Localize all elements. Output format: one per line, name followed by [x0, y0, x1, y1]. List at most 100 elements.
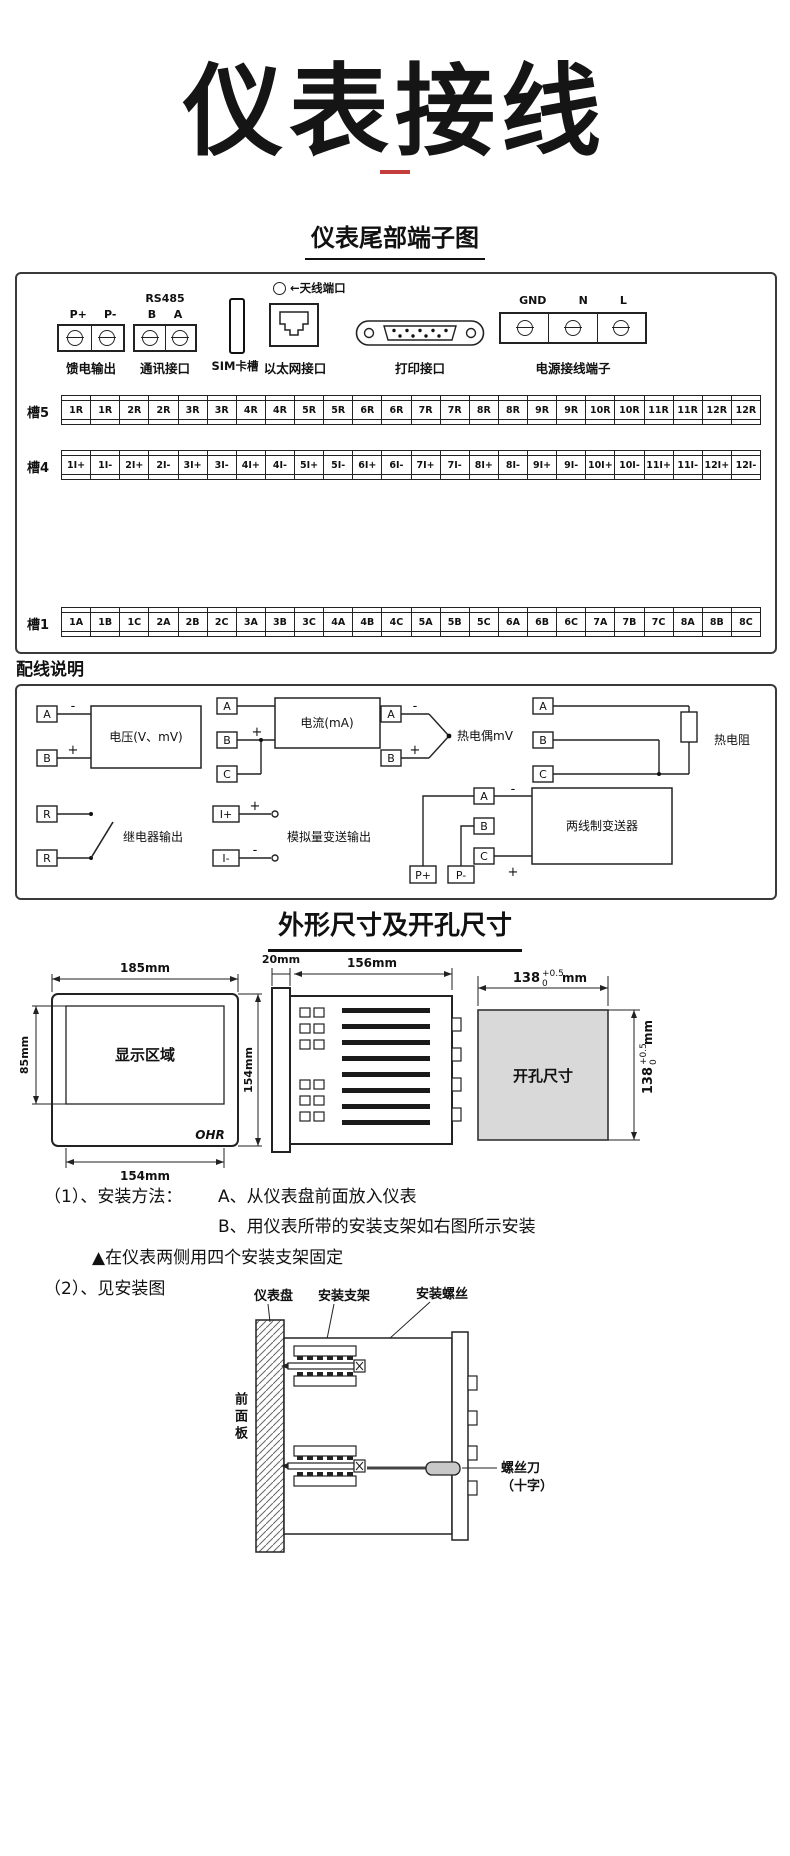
ethernet-label: 以太网接口 [263, 361, 327, 376]
pin-label: GND [519, 294, 547, 307]
svg-text:R: R [43, 808, 51, 821]
pin-label: P+ [69, 308, 87, 321]
terminal-cell: 4I+ [235, 451, 265, 479]
terminal-cell: 3R [177, 396, 207, 424]
screw-terminal [59, 326, 91, 350]
svg-text:+0.5: +0.5 [542, 969, 564, 979]
terminal-cell: 4B [352, 608, 381, 636]
svg-text:-: - [413, 699, 418, 714]
antenna-port-label: ←天线端口 [290, 281, 346, 295]
panel-callout-label: 仪表盘 [253, 1288, 293, 1304]
terminal-cell: 5I- [323, 451, 352, 479]
ethernet-jack-icon [269, 303, 319, 347]
svg-text:A: A [387, 708, 395, 721]
screw-icon [140, 330, 159, 346]
svg-text:B: B [43, 752, 51, 765]
screw-terminal [164, 326, 196, 350]
terminal-cell: 7I- [439, 451, 469, 479]
screw-callout-label: 安装螺丝 [416, 1286, 468, 1302]
terminal-cell: 10I+ [585, 451, 614, 479]
terminal-cell: 9R [556, 396, 585, 424]
front-bottom-dim: 154mm [120, 1169, 170, 1183]
terminal-cell: 8R [468, 396, 498, 424]
terminal-cell: 7B [614, 608, 643, 636]
screwdriver-callout-line1: 螺丝刀 [501, 1460, 540, 1476]
svg-text:继电器输出: 继电器输出 [123, 829, 183, 844]
terminal-cell: 10I- [614, 451, 643, 479]
svg-text:0: 0 [542, 979, 548, 989]
front-width-dim: 185mm [120, 961, 170, 975]
terminal-cell: 5C [468, 608, 498, 636]
terminal-cell: 11I+ [643, 451, 673, 479]
rs485-label: RS485 [145, 292, 185, 305]
terminal-cell: 2I+ [119, 451, 148, 479]
mounting-bracket-top [280, 1345, 366, 1387]
terminal-cell: 5A [410, 608, 440, 636]
flange-depth-dim: 20mm [262, 953, 300, 966]
terminal-cell: 5I+ [294, 451, 323, 479]
terminal-cell: 3I- [206, 451, 236, 479]
cutout-width-dim: 138 +0.5 0 mm [513, 969, 587, 989]
terminal-cell: 6A [497, 608, 527, 636]
terminal-cell: 12I+ [701, 451, 731, 479]
svg-text:0: 0 [649, 1059, 659, 1065]
terminal-cell: 3I+ [177, 451, 207, 479]
terminal-section-header: 仪表尾部端子图 [0, 218, 790, 260]
terminal-cell: 8I- [497, 451, 527, 479]
sim-label: SIM卡槽 [211, 359, 259, 373]
analog-output-wiring-diagram: I+ I- + - 模拟量变送输出 [212, 799, 371, 867]
terminal-cell: 8R [497, 396, 527, 424]
feed-terminal-strip [57, 324, 125, 352]
terminal-section-title: 仪表尾部端子图 [305, 224, 485, 260]
terminal-cell: 6I+ [352, 451, 381, 479]
instrument-rear-cap [451, 1331, 469, 1541]
terminal-cell: 7A [585, 608, 614, 636]
terminal-cell: 12R [701, 396, 731, 424]
terminal-cell: 4A [323, 608, 352, 636]
display-area-label: 显示区域 [115, 1046, 175, 1064]
svg-text:A: A [43, 708, 51, 721]
twowire-transmitter-wiring-diagram: A B C 两线制变送器 - + P+ P- [409, 782, 673, 884]
svg-text:C: C [480, 850, 488, 863]
svg-text:+: + [68, 743, 79, 758]
svg-text:热电阻: 热电阻 [714, 733, 750, 747]
install-step1a: A、从仪表盘前面放入仪表 [218, 1187, 417, 1207]
slot4-label: 槽4 [27, 461, 50, 476]
terminal-cell: 2R [119, 396, 148, 424]
svg-text:两线制变送器: 两线制变送器 [566, 818, 638, 833]
voltage-wiring-diagram: A B - + 电压(V、mV) [36, 699, 202, 769]
terminal-cell: 1B [90, 608, 119, 636]
screw-icon [563, 320, 582, 336]
dimension-drawing: 185mm 显示区域 OHR 85mm 154mm 154mm 20mm 156… [18, 953, 659, 1183]
terminal-cell: 12I- [730, 451, 760, 479]
svg-text:+: + [250, 799, 261, 814]
screw-terminal [596, 314, 645, 342]
relay-wiring-diagram: R R 继电器输出 [36, 805, 183, 867]
svg-text:热电偶mV: 热电偶mV [457, 729, 514, 743]
terminal-cell: 6C [556, 608, 585, 636]
screw-icon [612, 320, 631, 336]
slot4-strip: 1I+1I-2I+2I-3I+3I-4I+4I-5I+5I-6I+6I-7I+7… [61, 450, 761, 480]
svg-text:-: - [71, 699, 76, 714]
svg-text:C: C [223, 768, 231, 781]
terminal-cell: 9I+ [527, 451, 556, 479]
screw-terminal [90, 326, 124, 350]
page-title: 仪表接线 [183, 53, 607, 170]
front-display-height-dim: 85mm [18, 1036, 31, 1074]
svg-text:A: A [223, 700, 231, 713]
svg-text:P+: P+ [415, 869, 431, 882]
terminal-cell: 9I- [556, 451, 585, 479]
terminal-cell: 5B [439, 608, 469, 636]
screw-terminal [501, 314, 548, 342]
terminal-cell: 11R [643, 396, 673, 424]
svg-text:模拟量变送输出: 模拟量变送输出 [287, 829, 371, 844]
svg-text:138: 138 [513, 971, 540, 986]
printer-label: 打印接口 [394, 361, 445, 376]
terminal-cell: 4R [264, 396, 294, 424]
terminal-cell: 11I- [672, 451, 702, 479]
slot1-label: 槽1 [27, 618, 50, 633]
